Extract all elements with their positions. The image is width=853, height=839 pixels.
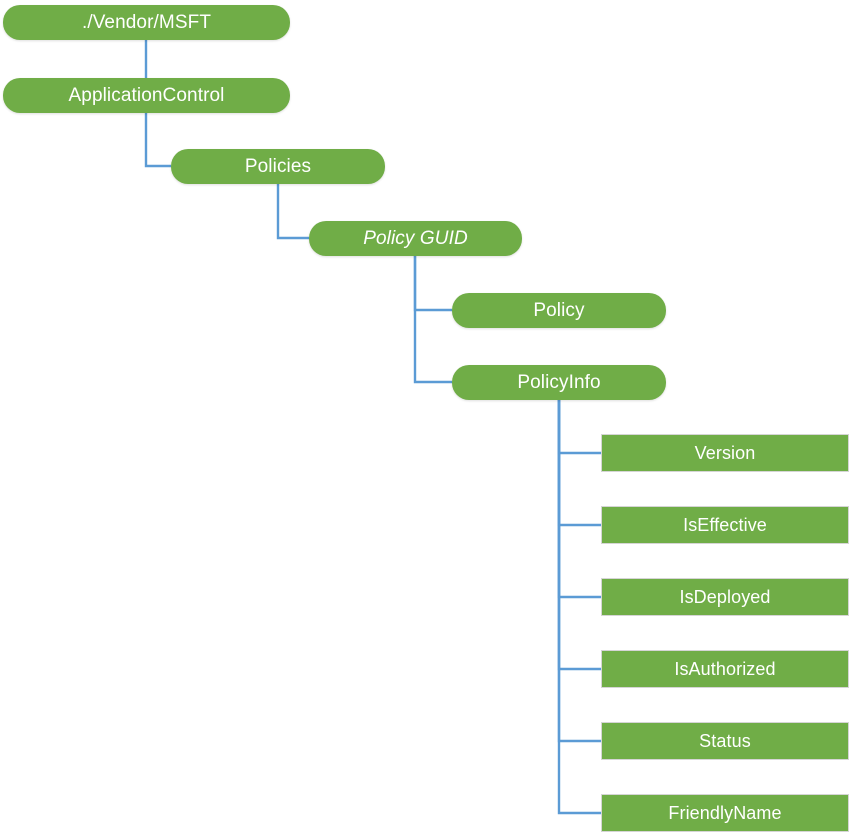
node-policies[interactable]: Policies [171,149,385,184]
node-policy-info[interactable]: PolicyInfo [452,365,666,400]
node-label-policy-info: PolicyInfo [517,372,601,393]
node-label-application-control: ApplicationControl [68,85,225,106]
connector-policyguid-to-policy [413,256,452,312]
node-is-authorized[interactable]: IsAuthorized [601,650,849,688]
node-friendly-name[interactable]: FriendlyName [601,794,849,832]
node-label-status: Status [699,731,751,751]
connector-policyinfo-to-status [557,400,601,743]
connector-policyinfo-to-friendlyname [557,400,601,815]
node-is-deployed[interactable]: IsDeployed [601,578,849,616]
node-label-policy: Policy [533,300,585,321]
node-label-is-deployed: IsDeployed [679,587,771,607]
node-is-effective[interactable]: IsEffective [601,506,849,544]
node-label-friendly-name: FriendlyName [668,803,782,823]
node-version[interactable]: Version [601,434,849,472]
connector-appcontrol-to-policies [144,113,171,168]
node-policy[interactable]: Policy [452,293,666,328]
connector-policyinfo-to-version [557,400,601,455]
node-label-vendor-msft: ./Vendor/MSFT [81,12,212,33]
node-application-control[interactable]: ApplicationControl [3,78,290,113]
connector-policyinfo-to-iseffective [557,400,601,527]
node-status[interactable]: Status [601,722,849,760]
node-label-is-authorized: IsAuthorized [674,659,776,679]
node-vendor-msft[interactable]: ./Vendor/MSFT [3,5,290,40]
node-policy-guid[interactable]: Policy GUID [309,221,522,256]
connector-policyinfo-to-isdeployed [557,400,601,599]
node-label-policies: Policies [244,156,312,177]
connector-policyinfo-to-isauthorized [557,400,601,671]
connector-policyguid-to-policyinfo [413,256,452,384]
node-label-policy-guid: Policy GUID [363,228,468,249]
node-label-is-effective: IsEffective [683,515,767,535]
connector-policies-to-policyguid [276,184,309,240]
node-label-version: Version [694,443,756,463]
